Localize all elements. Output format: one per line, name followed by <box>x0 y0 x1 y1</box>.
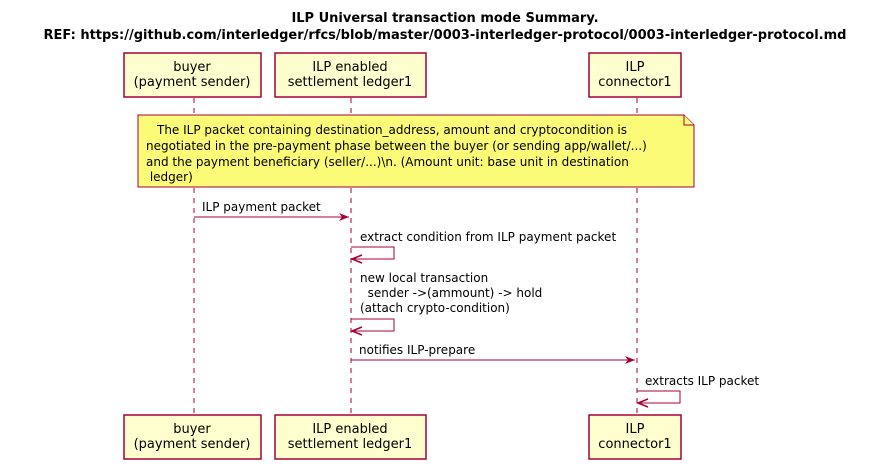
message-notifies-ilp-prepare: notifies ILP-prepare <box>351 343 635 364</box>
message-new-local-transaction: new local transaction sender ->(ammount)… <box>349 271 542 336</box>
arrowhead-icon <box>349 254 363 264</box>
participant-connector-top: ILP connector1 <box>588 52 682 98</box>
participant-buyer-role: (payment sender) <box>134 75 251 90</box>
participant-connector-role: connector1 <box>598 75 671 90</box>
message-5-label: extracts ILP packet <box>645 374 759 388</box>
diagram-reference: REF: https://github.com/interledger/rfcs… <box>44 28 847 43</box>
message-3-label-2: sender ->(ammount) -> hold <box>360 286 542 300</box>
note-line-1: The ILP packet containing destination_ad… <box>156 123 627 137</box>
arrowhead-icon <box>339 213 349 221</box>
message-extracts-ilp-packet: extracts ILP packet <box>635 374 759 408</box>
participant-connector-bottom: ILP connector1 <box>588 414 682 460</box>
message-2-label: extract condition from ILP payment packe… <box>360 230 616 244</box>
note-line-2: negotiated in the pre-payment phase betw… <box>146 139 647 153</box>
participant-buyer-role-bottom: (payment sender) <box>134 437 251 452</box>
message-3-label-3: (attach crypto-condition) <box>360 301 510 315</box>
participant-connector-name-bottom: ILP <box>626 422 645 437</box>
participant-connector-role-bottom: connector1 <box>598 437 671 452</box>
arrowhead-icon <box>635 398 649 408</box>
message-3-label-1: new local transaction <box>360 271 488 285</box>
note-line-3: and the payment beneficiary (seller/...)… <box>146 155 629 169</box>
message-extract-condition: extract condition from ILP payment packe… <box>349 230 616 264</box>
participant-ledger-bottom: ILP enabled settlement ledger1 <box>274 414 427 460</box>
message-4-label: notifies ILP-prepare <box>359 343 475 357</box>
participant-ledger-name: ILP enabled <box>312 60 387 75</box>
note-line-4: ledger) <box>146 170 193 184</box>
participant-buyer-bottom: buyer (payment sender) <box>123 414 262 460</box>
participant-buyer-name-bottom: buyer <box>173 422 211 437</box>
participant-ledger-role: settlement ledger1 <box>288 75 412 90</box>
participant-buyer-name: buyer <box>173 60 211 75</box>
message-1-label: ILP payment packet <box>202 200 321 214</box>
note: The ILP packet containing destination_ad… <box>137 114 695 188</box>
participant-ledger-name-bottom: ILP enabled <box>312 422 387 437</box>
participant-connector-name: ILP <box>626 60 645 75</box>
participant-buyer-top: buyer (payment sender) <box>123 52 262 98</box>
participant-ledger-top: ILP enabled settlement ledger1 <box>274 52 427 98</box>
arrowhead-icon <box>349 326 363 336</box>
participant-ledger-role-bottom: settlement ledger1 <box>288 437 412 452</box>
arrowhead-icon <box>625 356 635 364</box>
message-ilp-payment-packet: ILP payment packet <box>194 200 349 221</box>
diagram-title: ILP Universal transaction mode Summary. <box>291 11 598 26</box>
